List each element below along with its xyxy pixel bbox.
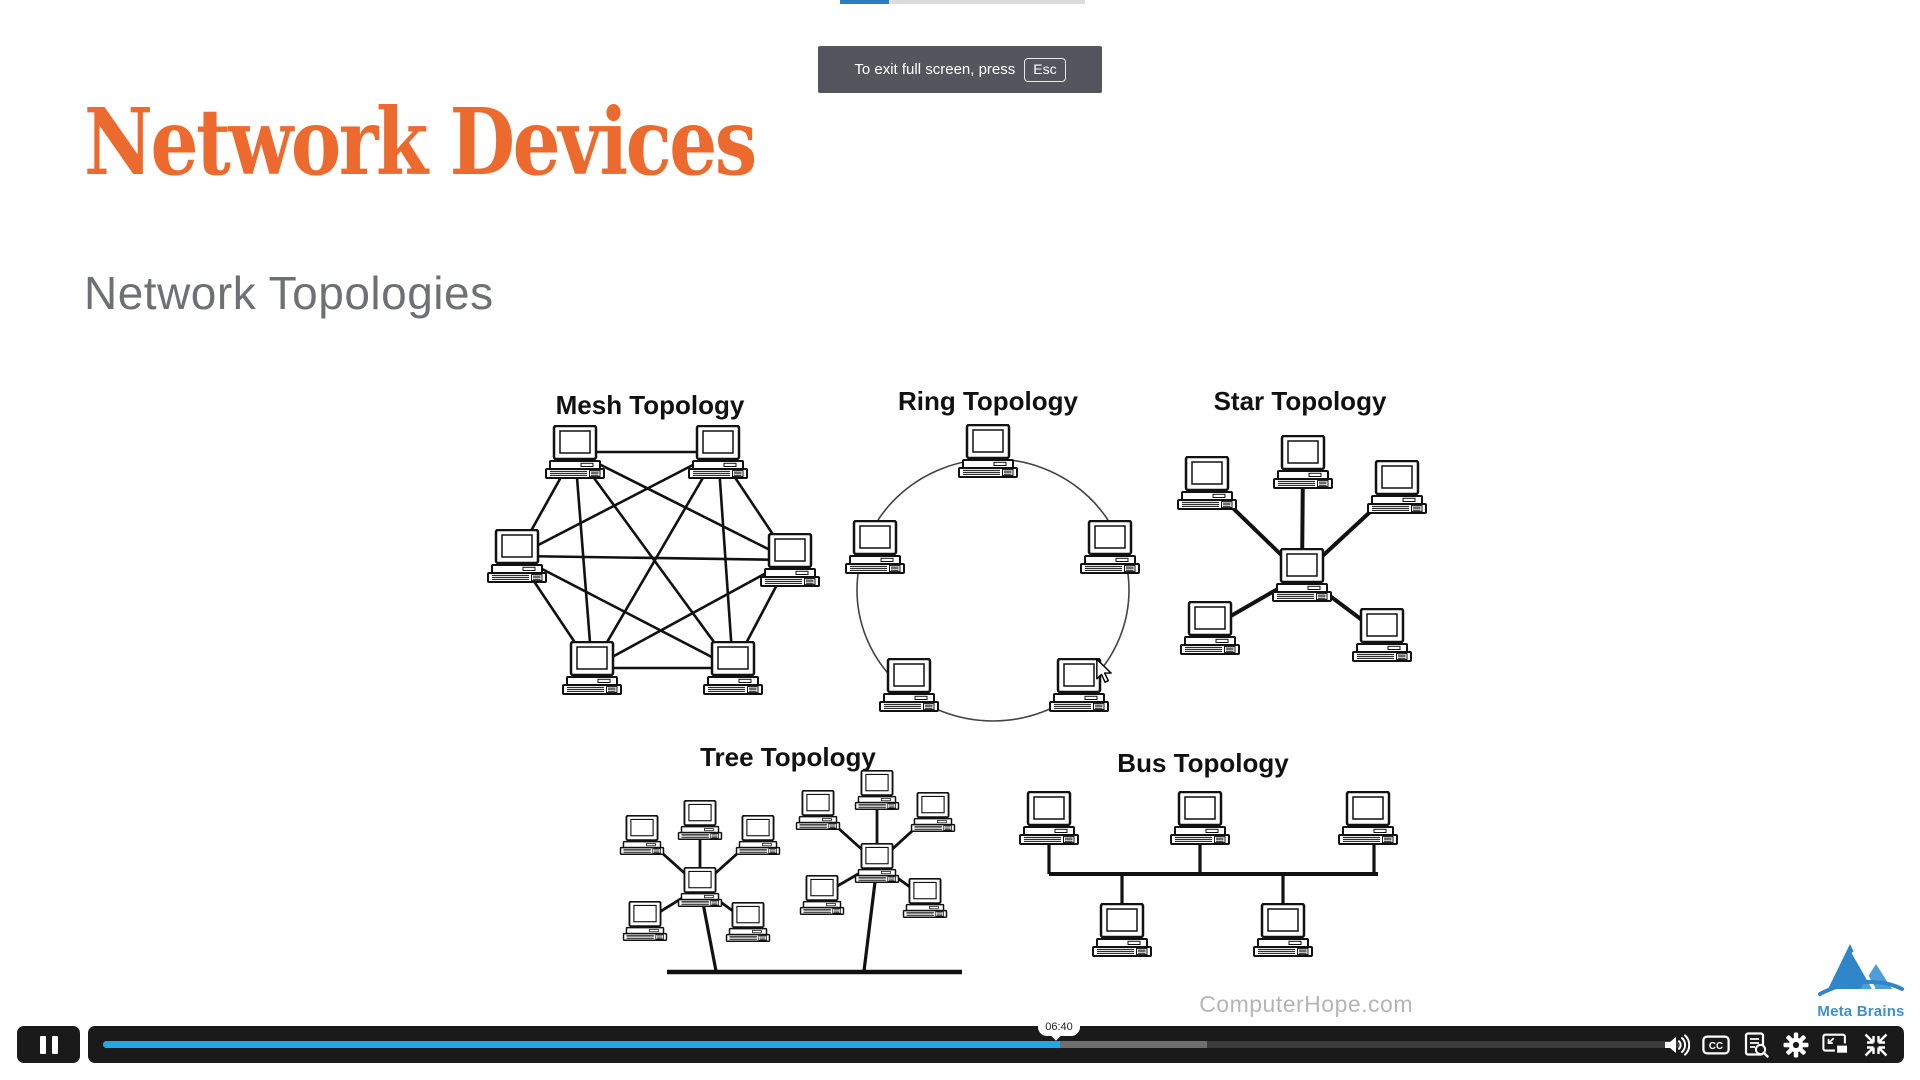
- volume-icon: [1664, 1033, 1690, 1056]
- computer-icon: [854, 770, 900, 810]
- star-topology-label: Star Topology: [1214, 386, 1387, 416]
- computer-icon: [561, 641, 623, 695]
- computer-icon: [677, 867, 723, 907]
- computer-icon: [1091, 903, 1153, 957]
- picture-in-picture-button[interactable]: [1822, 1031, 1850, 1059]
- computer-icon: [677, 800, 723, 840]
- computer-icon: [902, 878, 948, 918]
- captions-icon-label: CC: [1709, 1041, 1723, 1052]
- computer-icon: [1169, 791, 1231, 845]
- computer-icon: [957, 424, 1019, 478]
- computer-icon: [1252, 903, 1314, 957]
- computer-icon: [910, 792, 956, 832]
- picture-in-picture-icon: [1822, 1033, 1850, 1055]
- player-control-bar: CC: [88, 1026, 1904, 1063]
- bus-topology-label: Bus Topology: [1117, 748, 1289, 778]
- computer-icon: [544, 425, 606, 479]
- computer-icon: [1179, 601, 1241, 655]
- gear-icon: [1783, 1032, 1809, 1057]
- computer-icon: [1366, 460, 1428, 514]
- computer-icon: [1337, 791, 1399, 845]
- meta-brains-logo-mark: [1818, 944, 1904, 996]
- captions-icon: CC: [1702, 1034, 1730, 1055]
- slide-title: Network Devices: [84, 88, 757, 196]
- computer-icon: [1272, 435, 1334, 489]
- top-progress-fill: [840, 0, 889, 4]
- top-progress-bar: [840, 0, 1085, 4]
- mesh-topology-diagram: Mesh Topology: [486, 390, 821, 695]
- mesh-topology-label: Mesh Topology: [556, 390, 745, 420]
- computer-icon: [687, 425, 749, 479]
- settings-button[interactable]: [1782, 1031, 1810, 1059]
- player-buttons: CC: [1662, 1026, 1890, 1063]
- network-topologies-diagram: Mesh Topology Ring Topology Star Topolog…: [486, 386, 1428, 1017]
- ring-topology-diagram: Ring Topology: [844, 386, 1141, 722]
- progress-played: [103, 1041, 1061, 1048]
- tree-topology-label: Tree Topology: [700, 742, 876, 772]
- computer-icon: [1018, 791, 1080, 845]
- fullscreen-toast: To exit full screen, press Esc: [818, 46, 1102, 93]
- computer-icon: [799, 875, 845, 915]
- exit-fullscreen-button[interactable]: [1862, 1031, 1890, 1059]
- computer-icon: [759, 533, 821, 587]
- transcript-search-button[interactable]: [1742, 1031, 1770, 1059]
- exit-fullscreen-icon: [1864, 1033, 1888, 1056]
- computer-icon: [725, 902, 771, 942]
- computer-icon: [735, 815, 781, 855]
- computerhope-watermark: ComputerHope.com: [1199, 991, 1413, 1017]
- computer-icon: [702, 641, 764, 695]
- fullscreen-toast-text: To exit full screen, press: [854, 61, 1016, 78]
- computer-icon: [1176, 456, 1238, 510]
- meta-brains-logo: Meta Brains: [1806, 942, 1916, 1020]
- mouse-cursor: [1096, 658, 1112, 683]
- ring-topology-label: Ring Topology: [898, 386, 1079, 416]
- seek-bar[interactable]: [103, 1041, 1680, 1048]
- computer-icon: [854, 843, 900, 883]
- computer-icon: [486, 529, 548, 583]
- computer-icon: [622, 901, 668, 941]
- computer-icon: [795, 790, 841, 830]
- transcript-search-icon: [1744, 1031, 1769, 1058]
- computer-icon: [844, 520, 906, 574]
- slide-subtitle: Network Topologies: [84, 267, 494, 319]
- star-topology-diagram: Star Topology: [1176, 386, 1428, 662]
- computer-icon: [1271, 548, 1333, 602]
- volume-button[interactable]: [1662, 1031, 1690, 1059]
- computer-icon: [1079, 520, 1141, 574]
- seek-time-tooltip: 06:40: [1038, 1017, 1080, 1036]
- seek-time-label: 06:40: [1045, 1020, 1073, 1033]
- computer-icon: [1351, 608, 1413, 662]
- meta-brains-logo-text: Meta Brains: [1817, 1003, 1905, 1020]
- computer-icon: [619, 815, 665, 855]
- captions-button[interactable]: CC: [1702, 1031, 1730, 1059]
- tree-topology-diagram: Tree Topology: [619, 742, 962, 975]
- pause-button[interactable]: [17, 1026, 80, 1063]
- computer-icon: [878, 658, 940, 712]
- bus-topology-diagram: Bus Topology: [1018, 748, 1399, 957]
- esc-key: Esc: [1024, 57, 1066, 82]
